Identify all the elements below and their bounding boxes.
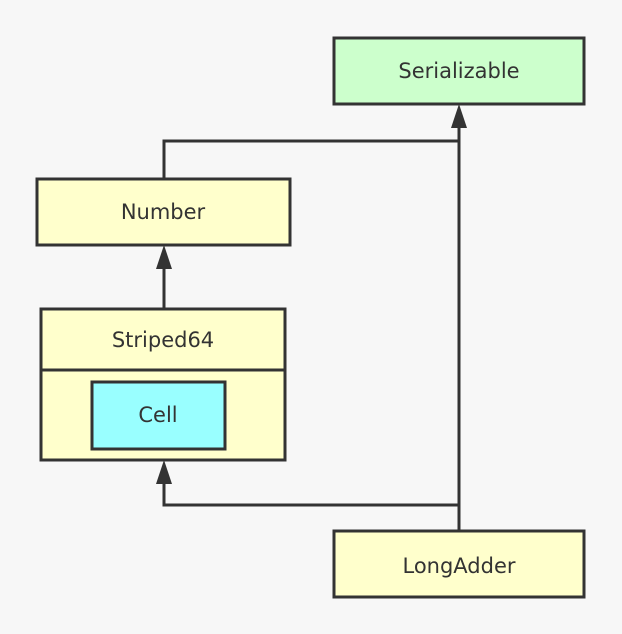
edges xyxy=(156,104,467,530)
node-cell: Cell xyxy=(90,380,227,451)
node-serializable: Serializable xyxy=(332,36,586,106)
edge-number-to-serializable xyxy=(162,139,459,178)
serializable-box xyxy=(332,36,586,106)
serializable-label: Serializable xyxy=(398,59,519,83)
number-label: Number xyxy=(121,200,206,224)
arrowhead-striped64 xyxy=(156,460,172,484)
arrowhead-number xyxy=(156,245,172,269)
longadder-label: LongAdder xyxy=(402,554,515,578)
node-number: Number xyxy=(35,177,292,247)
number-box xyxy=(35,177,292,247)
cell-box xyxy=(90,380,227,451)
striped64-label: Striped64 xyxy=(112,328,214,352)
node-longadder: LongAdder xyxy=(332,529,586,599)
longadder-box xyxy=(332,529,586,599)
node-striped64: Striped64 Cell xyxy=(39,307,287,462)
edge-longadder-to-striped64 xyxy=(162,482,459,507)
cell-label: Cell xyxy=(138,403,177,427)
arrowhead-serializable xyxy=(451,104,467,128)
